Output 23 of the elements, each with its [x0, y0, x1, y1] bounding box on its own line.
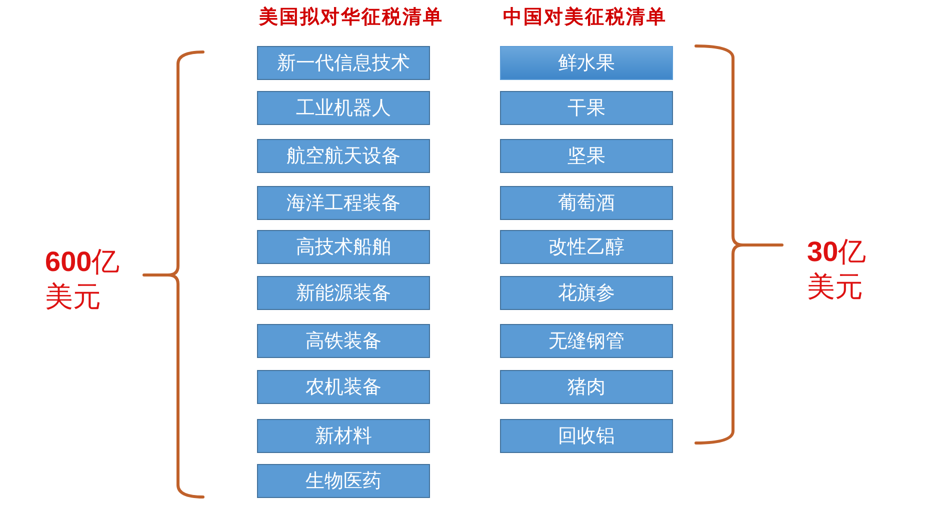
item-box: 回收铝: [500, 419, 673, 453]
item-box: 干果: [500, 91, 673, 125]
column-heading: 中国对美征税清单: [503, 6, 667, 30]
item-box: 农机装备: [257, 370, 430, 404]
item-box: 猪肉: [500, 370, 673, 404]
item-box: 海洋工程装备: [257, 186, 430, 220]
item-box: 鲜水果: [500, 46, 673, 80]
item-box: 高技术船舶: [257, 230, 430, 264]
item-box: 生物医药: [257, 464, 430, 498]
column-heading: 美国拟对华征税清单: [258, 6, 444, 30]
amount-label: 30亿美元: [807, 235, 868, 304]
item-box: 葡萄酒: [500, 186, 673, 220]
item-box: 坚果: [500, 139, 673, 173]
item-box: 工业机器人: [257, 91, 430, 125]
item-box: 新材料: [257, 419, 430, 453]
item-box: 新一代信息技术: [257, 46, 430, 80]
item-box: 新能源装备: [257, 276, 430, 310]
item-box: 花旗参: [500, 276, 673, 310]
item-box: 航空航天设备: [257, 139, 430, 173]
item-box: 高铁装备: [257, 324, 430, 358]
item-box: 无缝钢管: [500, 324, 673, 358]
item-box: 改性乙醇: [500, 230, 673, 264]
amount-label: 600亿美元: [45, 245, 121, 314]
